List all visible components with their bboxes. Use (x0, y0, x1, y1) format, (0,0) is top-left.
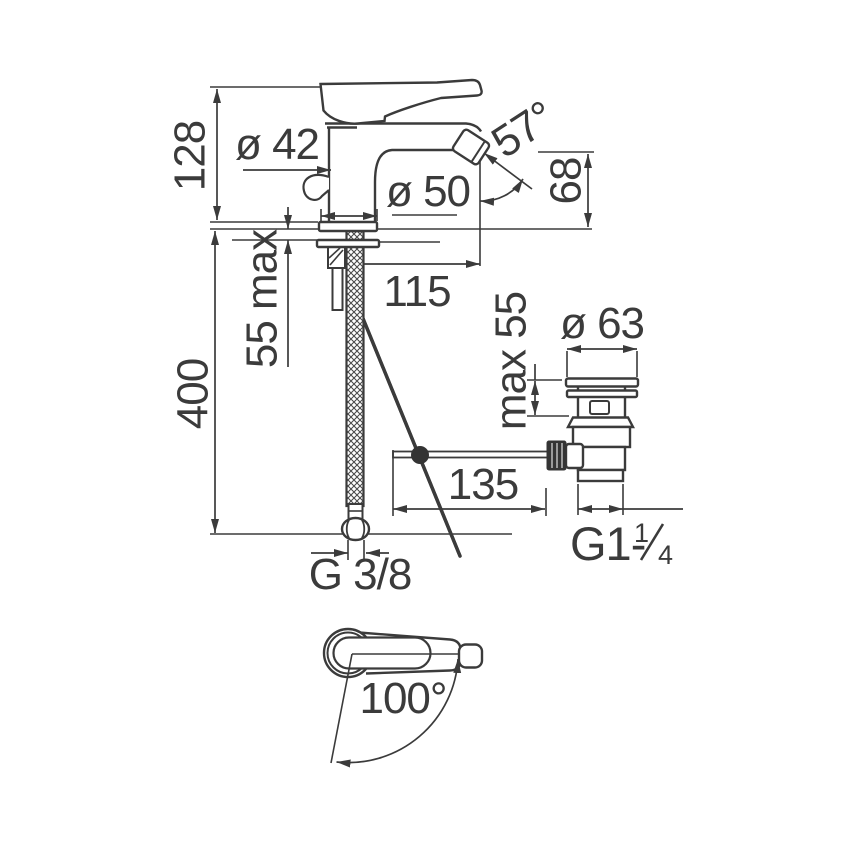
dim-drain-deck-thickness: max 55 (487, 292, 569, 430)
label-max-55: max 55 (487, 292, 536, 430)
faucet-body (302, 122, 483, 222)
mounting-stud (327, 246, 346, 311)
dim-drain-flange: ø 63 (560, 299, 645, 377)
dim-drain-thread: G1- 1 4 (570, 484, 683, 570)
pop-up-hook (302, 173, 330, 201)
base-plate (317, 220, 379, 233)
rod-pivot-ball (411, 446, 429, 464)
label-100-deg: 100° (359, 674, 446, 723)
dim-hose-length: 400 (169, 231, 219, 533)
lever-tip-nub (457, 643, 484, 669)
label-55-max: 55 max (238, 229, 287, 368)
label-68: 68 (542, 158, 591, 205)
label-g1-numerator: 1 (634, 518, 649, 548)
label-115: 115 (383, 267, 450, 316)
drain-flange (565, 389, 639, 399)
drain-tailpiece (576, 468, 625, 483)
label-g1-denominator: 4 (658, 540, 673, 570)
pop-up-rod-front (351, 292, 462, 558)
label-dia-50: ø 50 (386, 167, 470, 216)
clamp-knob (546, 440, 567, 471)
drain-body-lower (576, 445, 627, 472)
drain-collar (566, 416, 635, 429)
handle-top-view: 100° (322, 627, 484, 768)
label-g38: G 3/8 (309, 550, 412, 599)
drain-plug-cap (564, 377, 640, 388)
dim-supply-thread: G 3/8 (309, 540, 412, 599)
label-128: 128 (166, 121, 215, 191)
lever-inner-face (332, 636, 432, 670)
label-57-deg: 57° (483, 92, 563, 168)
faucet-side-view (302, 78, 550, 558)
supply-hose (340, 229, 371, 542)
dim-spout-reach: 115 (363, 260, 480, 316)
aerator (451, 128, 491, 166)
hose-nut (340, 516, 371, 542)
dim-rod-offset: 135 (392, 450, 547, 516)
mounting-washer (315, 238, 381, 249)
handle-lever (319, 78, 483, 125)
dim-overall-height: 128 (166, 89, 221, 220)
label-dia-42: ø 42 (235, 120, 319, 169)
dim-deck-thickness: 55 max (238, 207, 292, 368)
label-dia-63: ø 63 (560, 299, 644, 348)
label-135: 135 (448, 460, 518, 509)
dim-outlet-height: 68 (542, 154, 592, 227)
label-400: 400 (169, 359, 218, 429)
label-g1-prefix: G1- (570, 517, 645, 570)
dim-handle-rotation: 100° (330, 653, 462, 768)
dim-base-diameter: ø 42 (235, 120, 377, 220)
drain-assembly: ø 63 max 55 (392, 292, 683, 570)
dim-spout-diameter: ø 50 (386, 167, 471, 216)
drain-overflow-hole (589, 400, 610, 415)
clamp-collar (564, 442, 585, 470)
